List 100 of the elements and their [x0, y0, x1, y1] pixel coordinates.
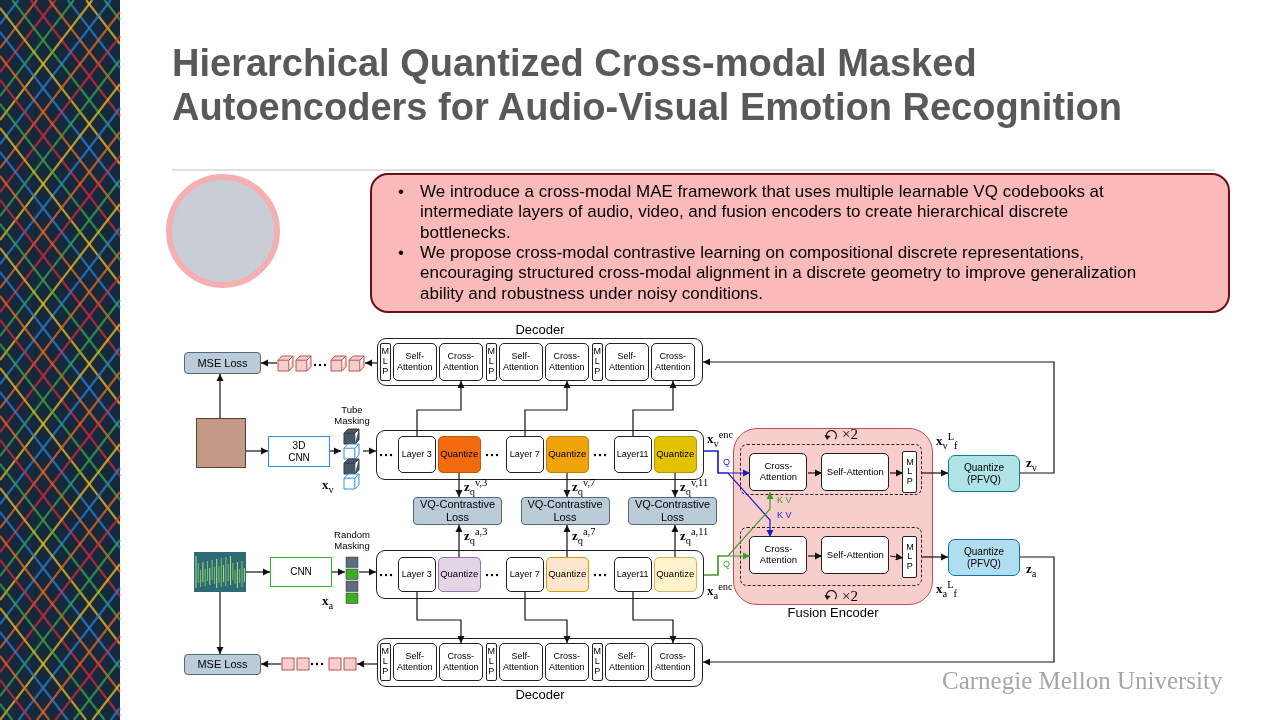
mlp-block: MLP [379, 342, 391, 381]
arrow [702, 556, 1055, 666]
math-label: x$_{v}$ [322, 478, 334, 495]
self-attention-block: Self-Attention [498, 342, 543, 381]
cross-attention-block: Cross-Attention [544, 342, 589, 381]
self-attention-block: Self-Attention [498, 642, 543, 681]
bullet-mark: • [397, 243, 405, 264]
mlp-block: MLP [485, 642, 497, 681]
arrow [807, 469, 823, 477]
arrow [807, 552, 823, 560]
arrow [921, 469, 949, 477]
arrow [455, 472, 463, 498]
arrow [632, 380, 677, 437]
cross-attention-block: Cross-Attention [650, 642, 695, 681]
edge-label: K V [777, 496, 792, 505]
arrow [245, 568, 271, 576]
arrow [455, 524, 463, 558]
quantize-box: Quantize [653, 556, 697, 592]
arrow [356, 660, 378, 668]
repeat-block-frame [739, 526, 922, 586]
arrow [416, 591, 465, 644]
arrow [632, 591, 677, 644]
summary-box [370, 173, 1230, 313]
quantize-box: Quantize [437, 435, 481, 473]
arrow [329, 447, 342, 455]
quantize-box: Quantize [653, 435, 697, 473]
title: Hierarchical Quantized Cross-modal Masked Autoencoders for Audio-Visual Emotion Recognition [172, 42, 1124, 130]
arrow [671, 524, 679, 558]
masked-patch-tokens-drawing [345, 556, 359, 604]
arrow [524, 380, 571, 437]
self-attention-block: Self-Attention [604, 642, 649, 681]
quantize-box: Quantize [437, 556, 481, 592]
quantize-box: Quantize [545, 435, 589, 473]
quantize-box: Quantize (PFVQ) [948, 539, 1020, 576]
encoder-layer-box: Layer 7 [505, 435, 544, 473]
university-name: Carnegie Mellon University [942, 668, 1223, 693]
panel-heading: Decoder [514, 686, 566, 703]
quantize-box: Quantize [545, 556, 589, 592]
encoder-layer-box: Layer 3 [397, 556, 436, 592]
arrow [889, 469, 904, 477]
repeat-block-frame [739, 443, 922, 495]
cross-attention-block: Cross-Attention [749, 536, 808, 575]
self-attention-block: Self-Attention [392, 342, 437, 381]
arrow [216, 591, 224, 655]
loss-box: MSE Loss [184, 352, 261, 374]
cross-attention-block: Cross-Attention [544, 642, 589, 681]
video-encoder-panel [376, 430, 704, 480]
encoder-layer-box: Layer 3 [397, 435, 436, 473]
edge-label: K V [777, 511, 792, 520]
arrow [703, 491, 774, 576]
bullet-mark: • [397, 181, 405, 203]
cross-attention-block: Cross-Attention [438, 342, 483, 381]
edge-label: z$_{a}$ [1026, 562, 1037, 579]
arrow [245, 447, 269, 455]
arrow [703, 450, 774, 538]
encoder-layer-box: Layer 7 [505, 556, 544, 592]
arrow [702, 358, 1055, 474]
self-attention-block: Self-Attention [604, 342, 649, 381]
audio-encoder-panel [376, 550, 704, 599]
photo-placeholder [196, 418, 246, 468]
arrow [889, 553, 904, 561]
panel-heading: Decoder [514, 323, 566, 339]
mlp-block: MLP [485, 342, 497, 381]
arrow [364, 359, 378, 367]
arrow [524, 591, 571, 644]
bullet-text: We propose cross-modal contrastive learning on compositional discrete representations, encouraging structured cross-modal alignment in a discrete geometry to improve generalization ability and robustness under noisy conditions. [420, 243, 1138, 305]
loss-box: VQ-Contrastive Loss [520, 497, 610, 525]
edge-label: Q [723, 560, 730, 569]
repeat-label: ×2 [842, 589, 858, 604]
arrow [260, 660, 282, 668]
cube-tokens-drawing [277, 355, 365, 372]
math-label: x$_{a}$ [322, 594, 334, 611]
arrow [671, 472, 679, 498]
patch-tokens-drawing [281, 657, 357, 671]
self-attention-block: Self-Attention [821, 453, 890, 492]
spectrogram-placeholder [194, 552, 246, 592]
loss-box: VQ-Contrastive Loss [628, 497, 717, 525]
cross-attention-block: Cross-Attention [438, 642, 483, 681]
mlp-block: MLP [591, 642, 603, 681]
cnn-box: CNN [270, 557, 332, 587]
self-attention-block: Self-Attention [821, 536, 890, 575]
quantize-box: Quantize (PFVQ) [948, 455, 1020, 492]
encoder-layer-box: Layer11 [613, 556, 652, 592]
arrow [921, 553, 949, 561]
bullet-text: We introduce a cross-modal MAE framework that uses multiple learnable VQ codebooks at intermediate layers of audio, video, and fusion encoders to create hierarchical discrete bottlenecks. [420, 181, 1105, 243]
mlp-block: MLP [902, 451, 918, 494]
arrow [416, 380, 465, 437]
edge-label: z$_{v}$ [1026, 456, 1037, 473]
cnn-box: 3D CNN [268, 436, 330, 467]
mlp-block: MLP [591, 342, 603, 381]
arrow [331, 568, 346, 576]
mlp-block: MLP [902, 536, 918, 579]
panel-heading: Fusion Encoder [786, 604, 880, 621]
cross-attention-block: Cross-Attention [650, 342, 695, 381]
arrow [563, 472, 571, 498]
caption-label: Tube Masking [333, 404, 371, 427]
cross-attention-block: Cross-Attention [749, 453, 808, 492]
arrow [563, 524, 571, 558]
encoder-layer-box: Layer11 [613, 435, 652, 473]
edge-label: Q [723, 458, 730, 467]
